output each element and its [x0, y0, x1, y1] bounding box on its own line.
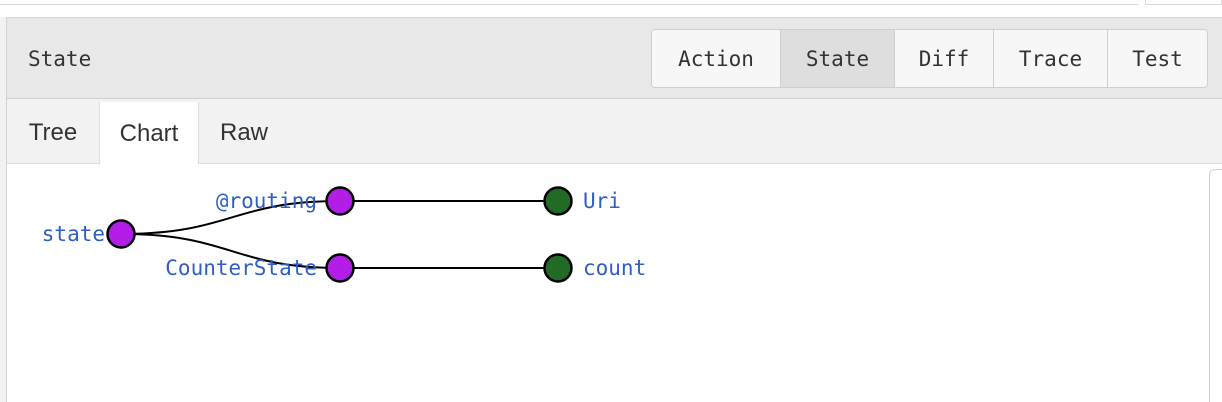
top-divider	[0, 4, 1138, 5]
subtab-tree[interactable]: Tree	[7, 102, 99, 164]
panel-header: State Action State Diff Trace Test	[7, 17, 1222, 99]
count-label: count	[583, 256, 646, 280]
tab-test[interactable]: Test	[1108, 30, 1207, 87]
tab-trace[interactable]: Trace	[994, 30, 1108, 87]
root-label: state	[42, 222, 105, 246]
tab-action[interactable]: Action	[652, 30, 781, 87]
subtab-raw[interactable]: Raw	[199, 102, 289, 164]
tab-diff-label: Diff	[918, 46, 970, 71]
counterstate-label: CounterState	[165, 256, 317, 280]
tab-state-label: State	[805, 46, 870, 71]
subtab-raw-label: Raw	[219, 119, 268, 146]
state-panel: State Action State Diff Trace Test Tree …	[7, 17, 1222, 402]
left-gutter	[0, 17, 7, 402]
uri-node[interactable]	[543, 186, 573, 216]
counterstate-node[interactable]	[325, 253, 355, 283]
top-strip	[0, 0, 1222, 17]
subtab-chart[interactable]: Chart	[99, 102, 199, 165]
count-node[interactable]	[543, 253, 573, 283]
subtab-chart-label: Chart	[119, 119, 179, 147]
monitor-mode-tabs: Action State Diff Trace Test	[651, 29, 1208, 88]
routing-node[interactable]	[325, 186, 355, 216]
panel-title: State	[28, 47, 92, 71]
tab-trace-label: Trace	[1018, 46, 1083, 71]
tab-action-label: Action	[678, 46, 754, 71]
top-right-frame	[1145, 0, 1222, 5]
tree-svg: state @routing CounterState Uri count	[42, 186, 646, 283]
tab-diff[interactable]: Diff	[895, 30, 994, 87]
tab-state[interactable]: State	[781, 30, 895, 87]
link-root-counterstate	[120, 233, 341, 269]
subtab-tree-label: Tree	[28, 119, 78, 146]
tab-test-label: Test	[1132, 46, 1183, 71]
root-node[interactable]	[106, 219, 136, 249]
link-root-routing	[120, 200, 341, 235]
view-subtabs: Tree Chart Raw	[7, 99, 1222, 165]
uri-label: Uri	[583, 189, 621, 213]
state-tree-chart: state @routing CounterState Uri count	[7, 164, 1207, 402]
routing-label: @routing	[216, 189, 317, 213]
vertical-scrollbar[interactable]	[1209, 169, 1222, 402]
